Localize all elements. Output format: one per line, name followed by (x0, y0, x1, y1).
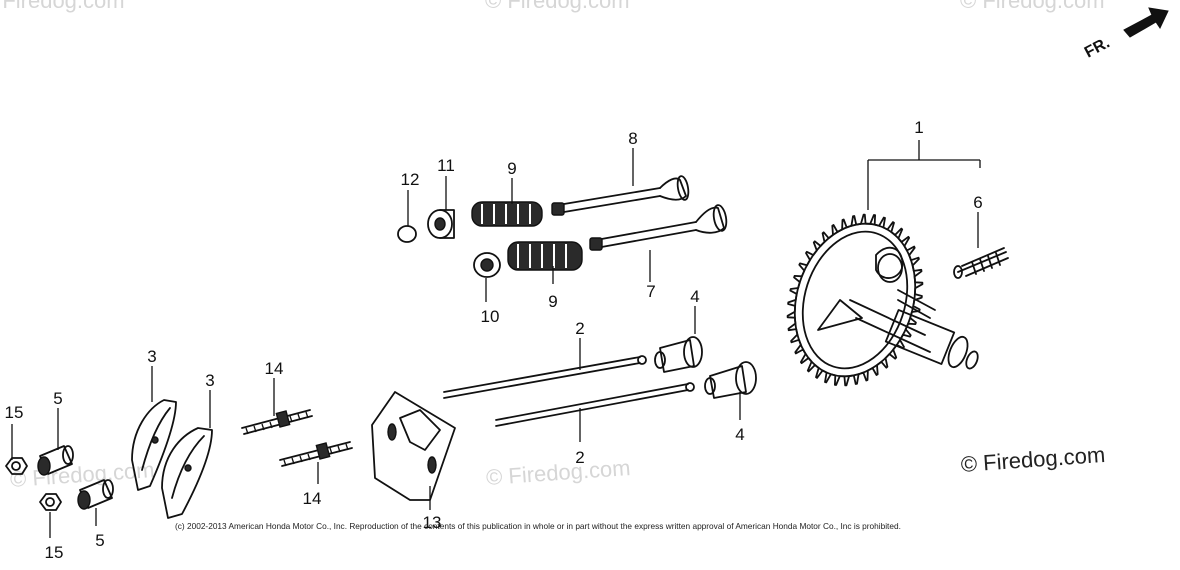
callout-12: 12 (401, 170, 420, 189)
callout-15-upper: 15 (5, 403, 24, 422)
callout-5-lower: 5 (95, 531, 104, 550)
spring-retainer-part (473, 252, 501, 278)
callout-2-lower: 2 (575, 448, 584, 467)
rocker-arm-left-part (131, 399, 177, 491)
callout-2-upper: 2 (575, 319, 584, 338)
push-rod-lower-part (495, 382, 695, 427)
callout-4-lower: 4 (735, 425, 744, 444)
callout-9-lower: 9 (548, 292, 557, 311)
callout-9-upper: 9 (507, 159, 516, 178)
callout-4-upper: 4 (690, 287, 699, 306)
watermark-top-right: © Firedog.com (960, 0, 1105, 13)
callout-8: 8 (628, 129, 637, 148)
leader-lines (11, 140, 981, 538)
copyright-notice: (c) 2002-2013 American Honda Motor Co., … (175, 521, 901, 531)
rocker-pivot-lower-part (77, 479, 114, 510)
callout-11: 11 (437, 156, 455, 175)
callout-7: 7 (646, 282, 655, 301)
valve-lower-part (589, 204, 728, 251)
push-rod-guide-plate-part (371, 391, 456, 501)
valve-spring-upper-part (471, 201, 543, 227)
callout-13: 13 (423, 513, 442, 532)
callout-14-upper: 14 (265, 359, 284, 378)
callout-3-left: 3 (147, 347, 156, 366)
front-direction-indicator: FR. (1082, 7, 1169, 62)
callout-labels: 1 2 2 3 3 4 4 5 5 6 7 8 9 9 10 11 12 13 … (5, 118, 983, 562)
tappet-upper-part (654, 336, 703, 373)
valve-upper-part (551, 175, 690, 216)
callout-6: 6 (973, 193, 982, 212)
valve-seal-part (427, 209, 455, 239)
rocker-pivot-upper-part (37, 445, 74, 476)
rocker-arm-right-part (161, 427, 213, 519)
watermark-top-left: © Firedog.com (0, 0, 125, 13)
callout-10: 10 (481, 307, 500, 326)
nut-upper-part (5, 457, 28, 475)
gear-teeth-outline (786, 213, 924, 387)
callout-3-right: 3 (205, 371, 214, 390)
callout-15-lower: 15 (45, 543, 64, 562)
callout-5-upper: 5 (53, 389, 62, 408)
callout-14-lower: 14 (303, 489, 322, 508)
nut-lower-part (39, 493, 62, 511)
camshaft-gear-part (786, 213, 979, 387)
tappet-lower-part (704, 361, 757, 399)
decompressor-spring-part (953, 247, 1009, 279)
rocker-stud-lower-part (279, 441, 353, 467)
push-rod-upper-part (443, 355, 647, 399)
watermark-top-center: © Firedog.com (485, 0, 630, 13)
rocker-stud-upper-part (241, 409, 313, 435)
valve-spring-lower-part (507, 241, 583, 271)
direction-label: FR. (1082, 34, 1113, 61)
callout-1: 1 (914, 118, 923, 137)
direction-arrow-icon (1123, 7, 1169, 38)
valve-cap-part (397, 225, 417, 243)
